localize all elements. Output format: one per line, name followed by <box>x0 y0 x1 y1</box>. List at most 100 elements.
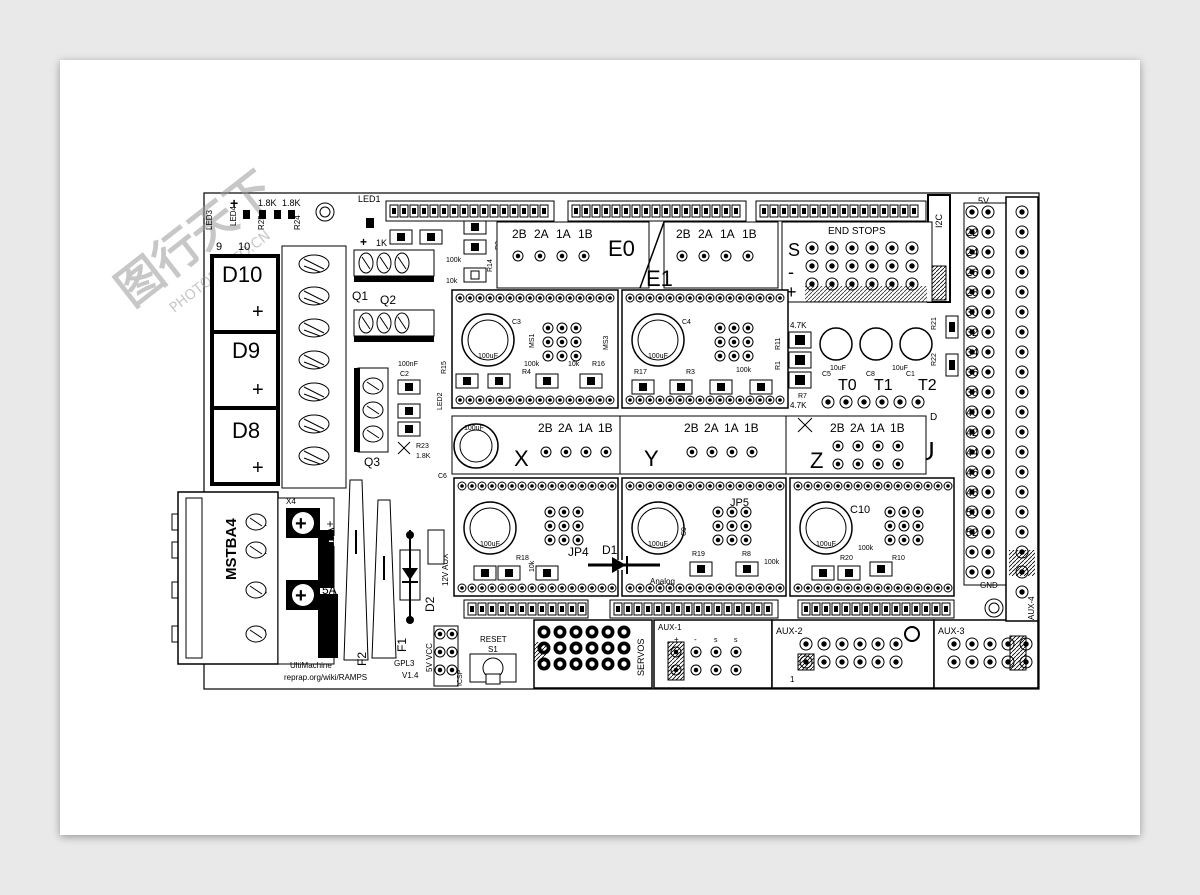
x4-label: X4 <box>286 497 296 506</box>
aux12v-label: 12V AUX <box>441 553 450 586</box>
cap-10uf-1: 10uF <box>830 365 846 372</box>
analog-label: Analog <box>650 577 675 586</box>
c10-label: C10 <box>850 504 870 516</box>
mosfets: Q1 Q2 Q3 100nF C2 R23 1.8K <box>352 249 435 469</box>
r18-label: R18 <box>516 555 529 562</box>
cap-10uf-2: 10uF <box>892 365 908 372</box>
d9-label: D9 <box>232 338 260 363</box>
servos-label: SERVOS <box>636 639 646 676</box>
terminal-minus: - <box>290 593 298 620</box>
r4-label: R4 <box>522 369 531 376</box>
svg-text:2A: 2A <box>698 227 713 241</box>
c1-label: C1 <box>906 371 915 378</box>
svg-text:1B: 1B <box>744 421 759 435</box>
pin-10-label: 10 <box>238 241 250 253</box>
svg-text:100uF: 100uF <box>478 353 498 360</box>
r23-label: R23 <box>416 443 429 450</box>
r3-label: R3 <box>686 369 695 376</box>
fuses-diode: F2 F1 D2 12V AUX <box>343 479 450 666</box>
d9-plus: + <box>252 379 264 401</box>
svg-text:34: 34 <box>966 347 978 359</box>
q2-label: Q2 <box>380 293 396 307</box>
mounting-hole-top <box>315 202 335 222</box>
svg-text:50: 50 <box>966 507 978 519</box>
r1-label: R1 <box>775 361 782 370</box>
amp-5a-label: 5A <box>322 583 337 597</box>
d10-plus: + <box>252 301 264 323</box>
mstba4-label: MSTBA4 <box>223 518 240 580</box>
r10-label: R10 <box>892 555 905 562</box>
svg-text:1B: 1B <box>578 227 593 241</box>
one-k-label: 1K <box>376 238 387 248</box>
svg-text:38: 38 <box>966 387 978 399</box>
servos-block: SERVOS <box>533 619 653 689</box>
top-100k: 100k <box>524 361 540 368</box>
svg-text:100uF: 100uF <box>464 425 484 432</box>
gpl-label: GPL3 <box>394 659 415 668</box>
ms1-label: MS1 <box>529 334 536 349</box>
d8-label: D8 <box>232 418 260 443</box>
r24-label: R24 <box>293 215 302 230</box>
credits: UltiMachine reprap.org/wiki/RAMPS GPL3 V… <box>284 659 419 682</box>
svg-text:2B: 2B <box>538 421 553 435</box>
e1-label: E1 <box>646 266 673 291</box>
c2-label: C2 <box>400 371 409 378</box>
svg-text:36: 36 <box>966 367 978 379</box>
svg-text:+: + <box>328 531 340 553</box>
r23-value: 1.8K <box>416 453 431 460</box>
terminal-plus: + <box>295 513 307 535</box>
svg-text:1A: 1A <box>720 227 735 241</box>
d1-label: D1 <box>602 543 618 557</box>
aux-blocks: AUX-1 + - s s AUX-2 1 AUX-3 <box>653 619 1039 689</box>
amp-11a-label: 11A+ <box>323 521 337 548</box>
c8-label: C8 <box>866 371 875 378</box>
d2-label: D2 <box>423 596 437 612</box>
icsp-label: ICSP <box>457 669 464 686</box>
ultimachine-label: UltiMachine <box>290 661 332 670</box>
bot-100k-2: 100k <box>858 545 874 552</box>
c9-label: C9 <box>681 527 688 536</box>
res-47k-1: 4.7K <box>790 321 807 330</box>
r21-label: R21 <box>931 317 938 330</box>
r16-label: R16 <box>592 361 605 368</box>
r19-label: R19 <box>692 551 705 558</box>
i2c-label: I2C <box>934 213 944 228</box>
bot-100k: 100k <box>764 559 780 566</box>
top-10k: 10k <box>568 361 580 368</box>
right-5v-label: 5V <box>978 196 989 206</box>
r8-label: R8 <box>742 551 751 558</box>
aux2-one: 1 <box>790 675 795 684</box>
mounting-hole-bottom <box>984 598 1004 618</box>
top-left-labels: + 1.8K 1.8K LED3 LED4 R25 R24 9 10 LED1 … <box>205 194 387 253</box>
r14-label: R14 <box>487 259 494 272</box>
top-plus: + <box>230 195 238 211</box>
svg-text:1B: 1B <box>598 421 613 435</box>
svg-text:100uF: 100uF <box>480 541 500 548</box>
svg-text:52: 52 <box>966 527 978 539</box>
res-label-2: 1.8K <box>282 198 301 208</box>
t2-label: T2 <box>918 377 937 394</box>
endstops-s: S <box>788 240 800 260</box>
c3-label: C3 <box>512 319 521 326</box>
aux1-col-s2: s <box>734 637 738 644</box>
svg-text:26: 26 <box>966 267 978 279</box>
svg-text:46: 46 <box>966 467 978 479</box>
endstops-block: END STOPS S - + <box>781 221 933 303</box>
svg-text:48: 48 <box>966 487 978 499</box>
r25-label: R25 <box>257 215 266 230</box>
jp5-label: JP5 <box>730 497 749 509</box>
aux1-col-plus: + <box>674 635 679 644</box>
ms3-label: MS3 <box>603 336 610 351</box>
svg-text:1A: 1A <box>556 227 571 241</box>
svg-text:1A: 1A <box>870 421 885 435</box>
jp4-label: JP4 <box>568 545 589 559</box>
thermistors-block: 4.7K 4.7K R11 R1 R7 10uF 10uF C5 C8 C1 T… <box>775 315 959 466</box>
svg-text:2B: 2B <box>676 227 691 241</box>
svg-text:1A: 1A <box>724 421 739 435</box>
t0-label: T0 <box>838 377 857 394</box>
aux1-label: AUX-1 <box>658 623 682 632</box>
